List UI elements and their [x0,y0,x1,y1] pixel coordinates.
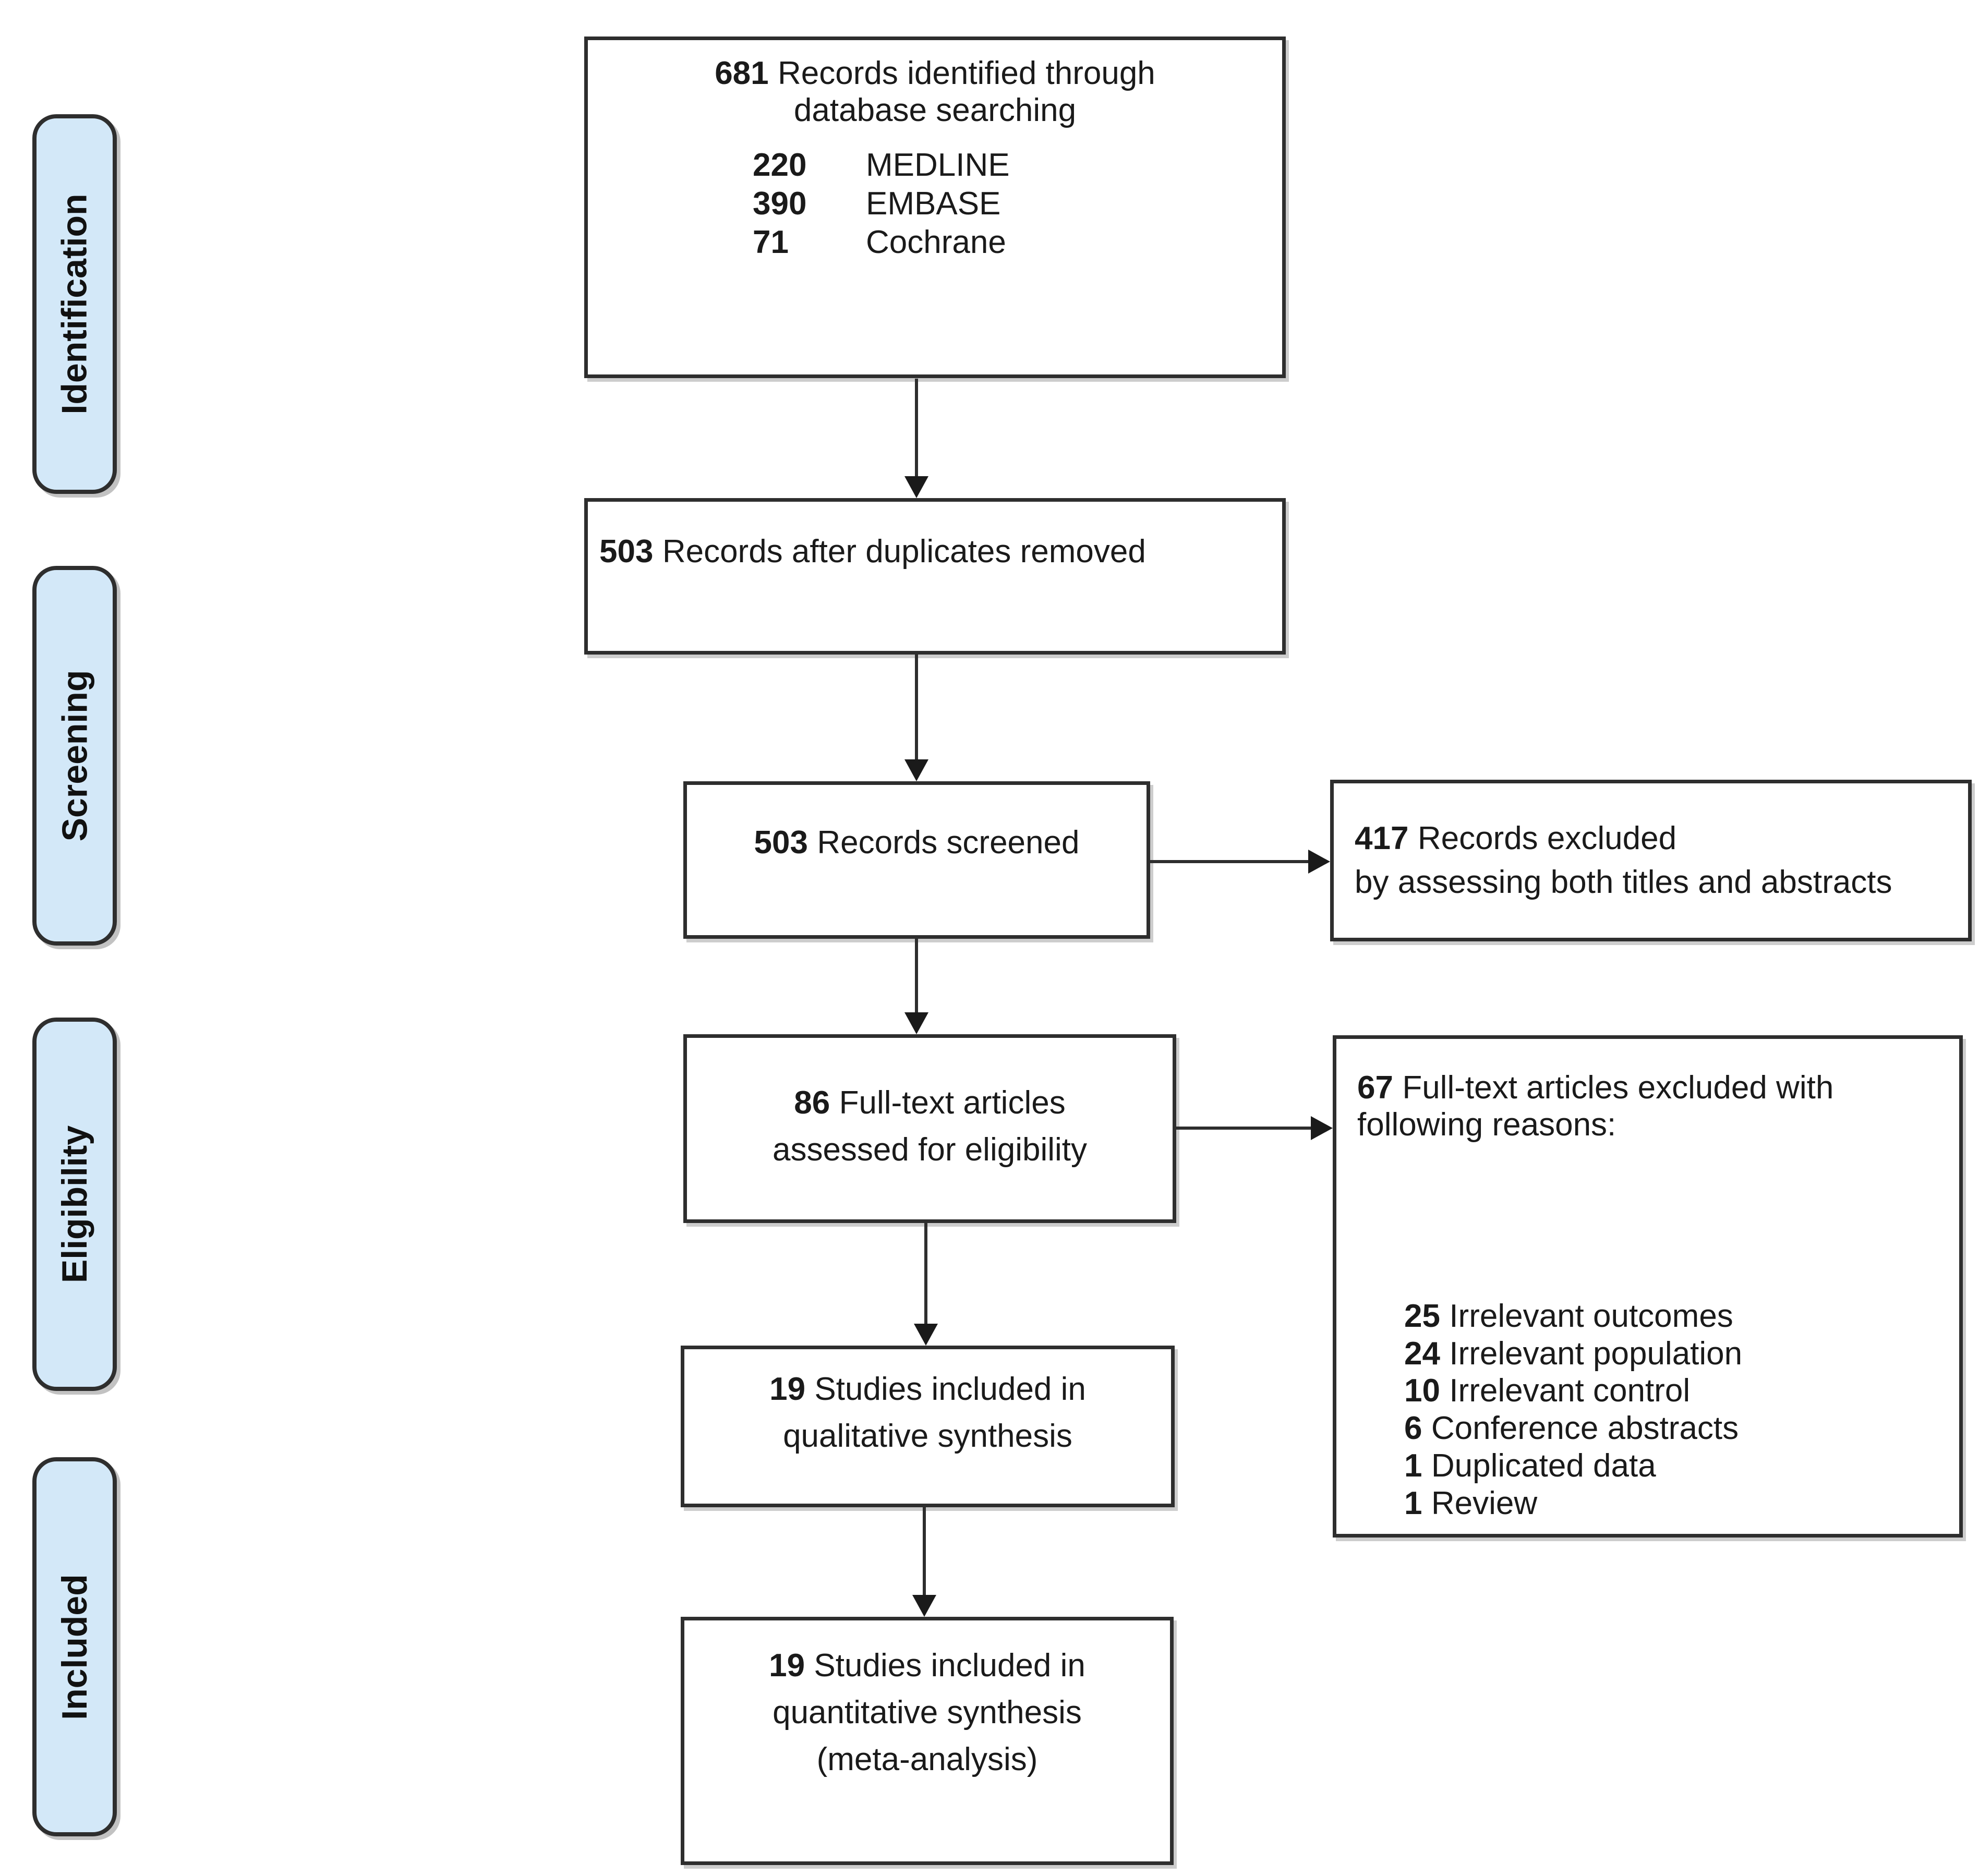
source-count: 220 [753,147,807,183]
records-identified-count: 681 [715,55,769,91]
arrowhead-down-icon [912,1595,936,1617]
arrowhead-down-icon [904,759,928,781]
stage-label-identification: Identification [32,114,117,494]
source-row-medline: 220 MEDLINE [598,146,1272,185]
reason-count: 1 [1404,1485,1422,1522]
qualitative-count: 19 [769,1371,806,1407]
connector-screened-to-fulltext [915,939,918,1013]
deduplicated-count: 503 [599,534,654,570]
source-row-embase: 390 EMBASE [598,185,1272,223]
arrowhead-right-icon [1311,1116,1333,1140]
arrowhead-down-icon [904,476,928,498]
source-count: 71 [753,224,789,261]
source-name: EMBASE [866,185,1001,222]
connector-fulltext-to-qualitative [924,1223,927,1325]
stage-label-eligibility: Eligibility [32,1018,117,1391]
connector-fulltext-to-excluded [1176,1127,1312,1130]
stage-label-screening: Screening [32,566,117,946]
source-name: MEDLINE [866,147,1010,183]
source-count: 390 [753,185,807,222]
reason-count: 1 [1404,1448,1422,1484]
excluded-screening-count: 417 [1355,820,1409,857]
reason-text: Irrelevant population [1449,1335,1743,1372]
stage-label-text: Identification [55,193,95,415]
reason-count: 25 [1404,1298,1440,1334]
arrowhead-down-icon [914,1324,938,1346]
reason-text: Review [1431,1485,1538,1522]
screened-count: 503 [754,825,808,861]
connector-qualitative-to-quantitative [923,1507,926,1595]
reason-count: 10 [1404,1373,1440,1409]
stage-label-text: Included [55,1574,95,1720]
connector-screened-to-excluded [1150,860,1310,863]
reason-text: Irrelevant outcomes [1449,1298,1733,1334]
source-name: Cochrane [866,224,1006,261]
connector-identified-to-deduplicated [915,379,918,478]
quantitative-count: 19 [769,1648,805,1684]
reason-count: 24 [1404,1335,1440,1372]
arrowhead-right-icon [1308,850,1330,874]
stage-label-included: Included [32,1457,117,1836]
stage-label-text: Screening [55,670,94,842]
reason-text: Duplicated data [1431,1448,1656,1484]
reason-text: Irrelevant control [1449,1373,1691,1409]
reason-text: Conference abstracts [1431,1410,1739,1447]
fulltext-count: 86 [794,1085,830,1121]
source-row-cochrane: 71 Cochrane [598,223,1272,262]
excluded-fulltext-count: 67 [1357,1070,1393,1106]
database-source-list: 220 MEDLINE 390 EMBASE 71 Cochrane [598,146,1272,262]
stage-label-text: Eligibility [55,1125,94,1284]
reason-count: 6 [1404,1410,1422,1447]
arrowhead-down-icon [904,1012,928,1034]
connector-deduplicated-to-screened [915,655,918,760]
